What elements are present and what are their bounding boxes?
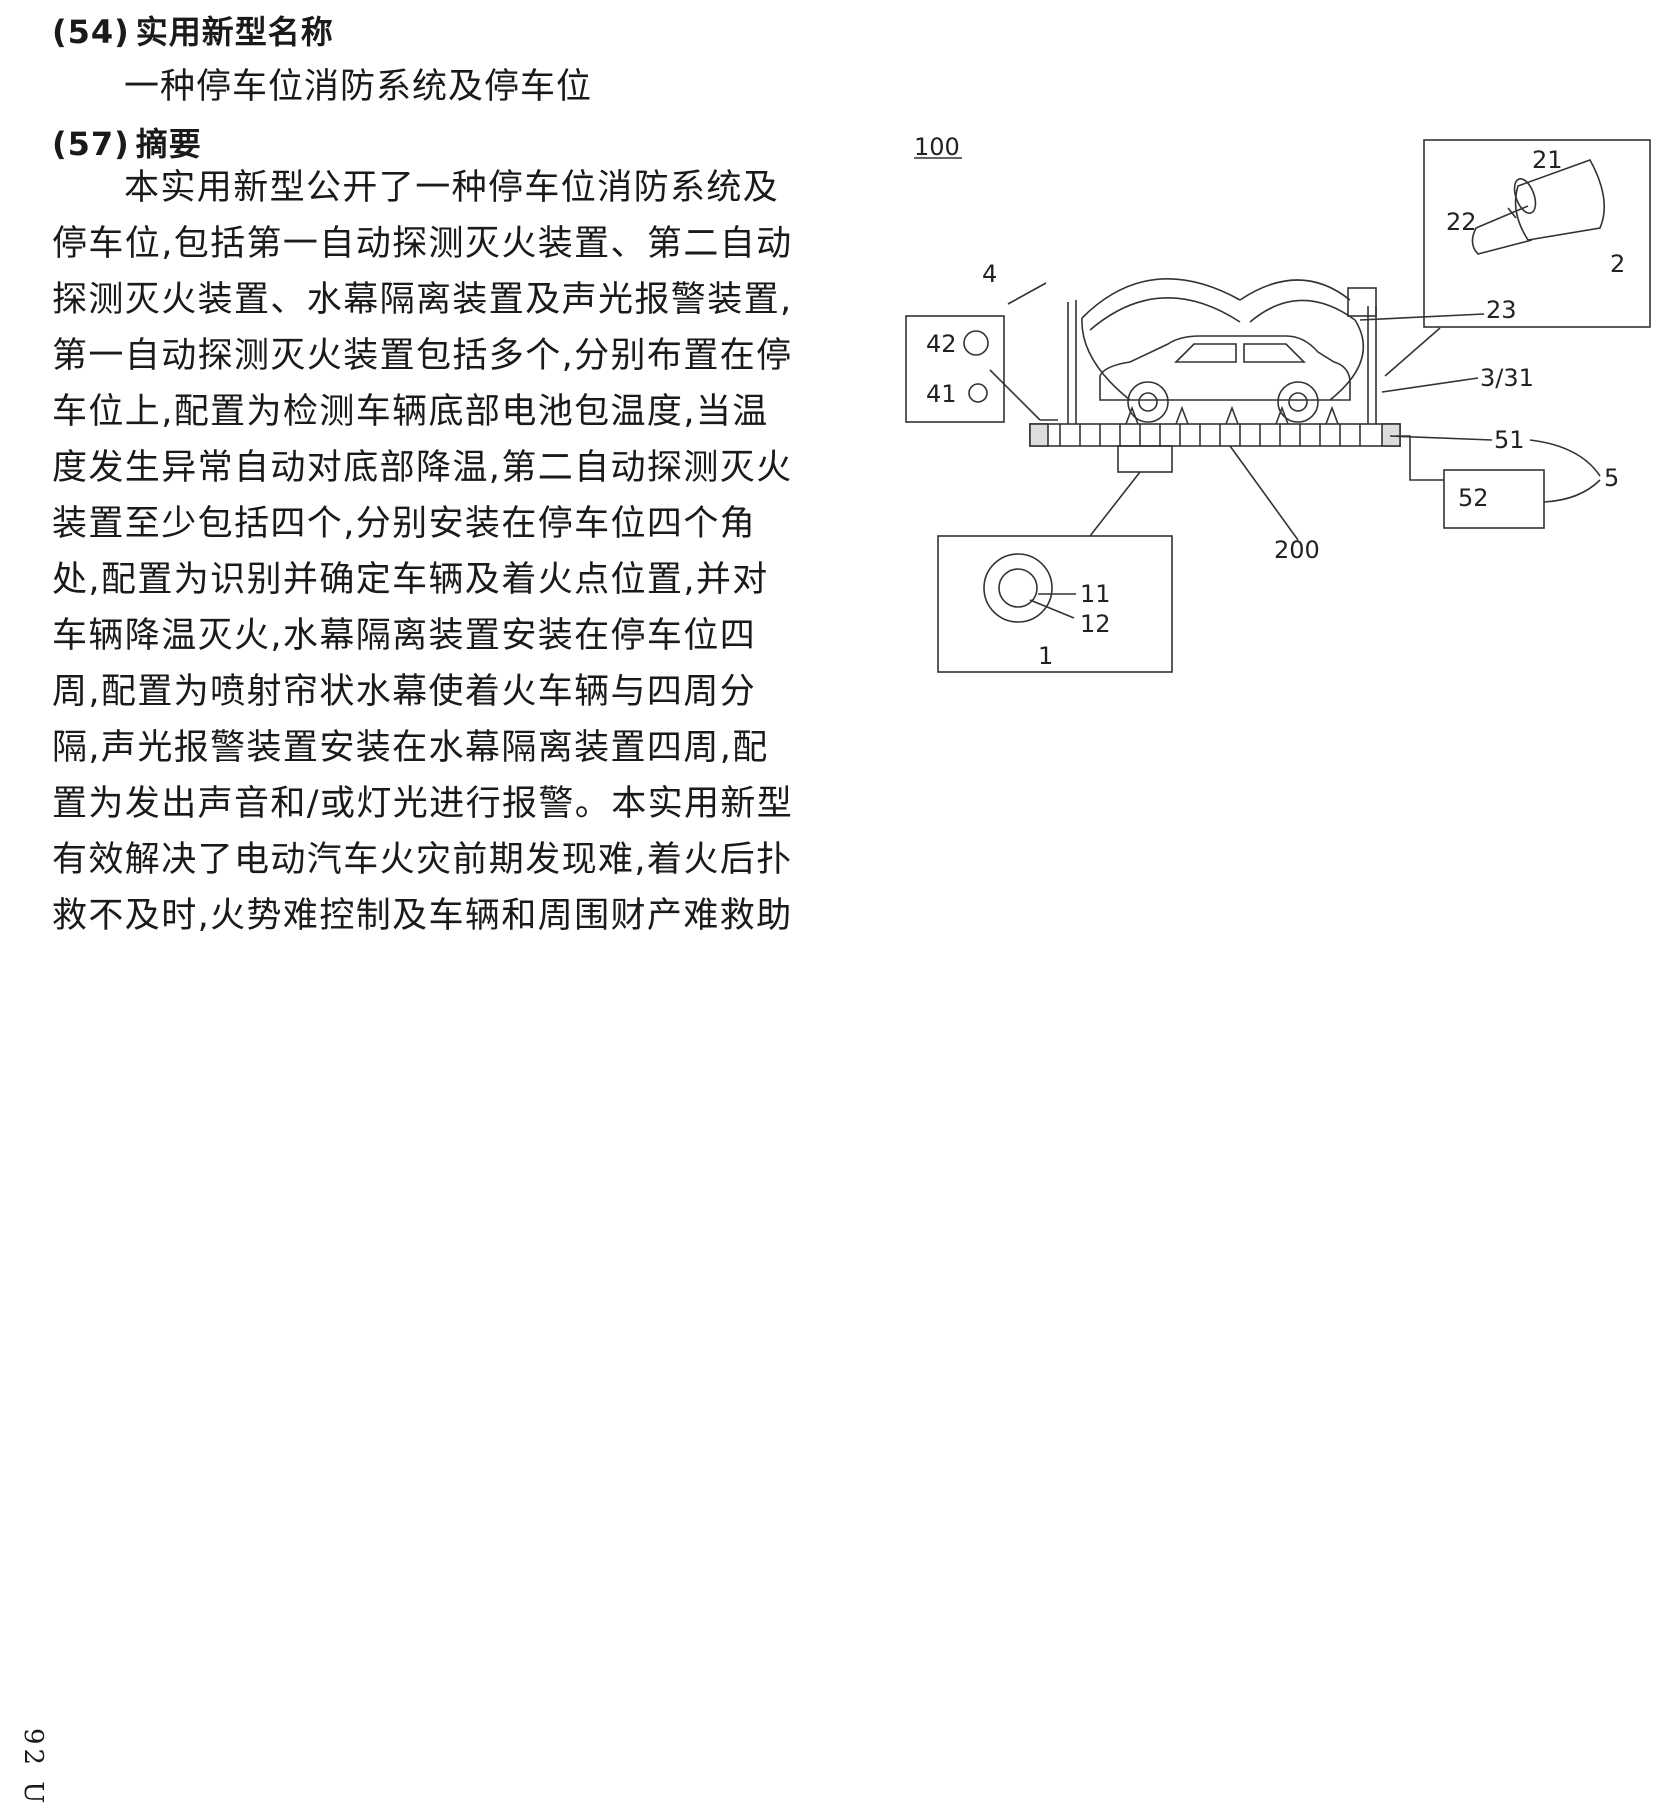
label-52: 52 bbox=[1458, 484, 1489, 512]
leader-23 bbox=[1359, 313, 1485, 321]
water-curtain-arc bbox=[1081, 278, 1241, 319]
leader-12 bbox=[1029, 599, 1075, 619]
label-200: 200 bbox=[1274, 536, 1320, 564]
abstract-text: 本实用新型公开了一种停车位消防系统及 停车位,包括第一自动探测灭火装置、第二自动… bbox=[52, 160, 820, 944]
leader-51 bbox=[1389, 435, 1493, 441]
controller-outer-ring-11 bbox=[983, 553, 1053, 623]
side-document-code: 92 U bbox=[18, 860, 70, 1807]
detector-body-21 bbox=[1514, 159, 1606, 241]
abstract-line: 本实用新型公开了一种停车位消防系统及 bbox=[124, 168, 780, 208]
parking-platform-200 bbox=[1029, 423, 1401, 447]
section-54-heading: (54)实用新型名称 bbox=[52, 12, 334, 52]
bottom-unit bbox=[1117, 445, 1173, 473]
alarm-connector bbox=[989, 369, 1041, 421]
section-57-title: 摘要 bbox=[135, 125, 202, 163]
car-front-wheel bbox=[1127, 381, 1169, 423]
label-41: 41 bbox=[926, 380, 957, 408]
right-detector-head bbox=[1347, 287, 1377, 317]
patent-figure: 100 4 42 41 21 22 2 23 3/31 51 5 52 200 … bbox=[900, 120, 1670, 680]
abstract-line: 周,配置为喷射帘状水幕使着火车辆与四周分 bbox=[52, 672, 757, 712]
section-57-heading: (57)摘要 bbox=[52, 124, 202, 164]
abstract-line: 置为发出声音和/或灯光进行报警。本实用新型 bbox=[52, 784, 794, 824]
abstract-line: 隔,声光报警装置安装在水幕隔离装置四周,配 bbox=[52, 728, 769, 768]
abstract-line: 度发生异常自动对底部降温,第二自动探测灭火 bbox=[52, 448, 793, 488]
abstract-line: 救不及时,火势难控制及车辆和周围财产难救助 bbox=[52, 896, 793, 936]
controller-box-1 bbox=[937, 535, 1173, 673]
section-54-title: 实用新型名称 bbox=[135, 13, 334, 51]
leader-200 bbox=[1229, 445, 1299, 541]
light-element-41 bbox=[968, 383, 988, 403]
abstract-line: 处,配置为识别并确定车辆及着火点位置,并对 bbox=[52, 560, 769, 600]
label-2: 2 bbox=[1610, 250, 1625, 278]
leader-331 bbox=[1381, 377, 1479, 393]
box-52-connector bbox=[1396, 435, 1444, 481]
detector-box-2 bbox=[1423, 139, 1651, 328]
abstract-line: 车辆降温灭火,水幕隔离装置安装在停车位四 bbox=[52, 616, 757, 656]
leader-22 bbox=[1507, 207, 1517, 219]
leader-5a bbox=[1529, 439, 1601, 477]
fire-system-diagram: 100 4 42 41 21 22 2 23 3/31 51 5 52 200 … bbox=[905, 133, 1651, 673]
detector-nozzle-22 bbox=[1471, 205, 1533, 255]
car-rear-wheel bbox=[1277, 381, 1319, 423]
fig-number: 100 bbox=[914, 133, 960, 161]
abstract-line: 装置至少包括四个,分别安装在停车位四个角 bbox=[52, 504, 757, 544]
label-3-31: 3/31 bbox=[1480, 364, 1534, 392]
alarm-box-4 bbox=[905, 315, 1005, 423]
abstract-line: 第一自动探测灭火装置包括多个,分别布置在停 bbox=[52, 336, 793, 376]
label-5: 5 bbox=[1604, 464, 1619, 492]
abstract-line: 车位上,配置为检测车辆底部电池包温度,当温 bbox=[52, 392, 769, 432]
label-12: 12 bbox=[1080, 610, 1111, 638]
bottom-sprinklers bbox=[1125, 405, 1339, 425]
label-42: 42 bbox=[926, 330, 957, 358]
abstract-line: 探测灭火装置、水幕隔离装置及声光报警装置, bbox=[52, 280, 793, 320]
label-4: 4 bbox=[982, 260, 997, 288]
abstract-line: 停车位,包括第一自动探测灭火装置、第二自动 bbox=[52, 224, 793, 264]
abstract-line: 有效解决了电动汽车火灾前期发现难,着火后扑 bbox=[52, 840, 793, 880]
label-23: 23 bbox=[1486, 296, 1517, 324]
controller-inner-ring-12 bbox=[998, 568, 1038, 608]
utility-model-title: 一种停车位消防系统及停车位 bbox=[124, 67, 593, 107]
car-body bbox=[1099, 335, 1351, 401]
leader-5b bbox=[1543, 479, 1601, 503]
leader-4 bbox=[1007, 282, 1047, 305]
section-57-number: (57) bbox=[52, 125, 130, 163]
box-52 bbox=[1443, 469, 1545, 529]
sound-element-42 bbox=[963, 330, 989, 356]
side-code-text: 92 U bbox=[18, 1728, 48, 1807]
bottom-unit-connector bbox=[1089, 471, 1141, 537]
detector-leader bbox=[1384, 327, 1441, 377]
section-54-number: (54) bbox=[52, 13, 130, 51]
label-51: 51 bbox=[1494, 426, 1525, 454]
label-11: 11 bbox=[1080, 580, 1111, 608]
label-22: 22 bbox=[1446, 208, 1477, 236]
label-21: 21 bbox=[1532, 146, 1563, 174]
patent-page: (54)实用新型名称 一种停车位消防系统及停车位 (57)摘要 本实用新型公开了… bbox=[18, 12, 1670, 1807]
label-1: 1 bbox=[1038, 642, 1053, 670]
